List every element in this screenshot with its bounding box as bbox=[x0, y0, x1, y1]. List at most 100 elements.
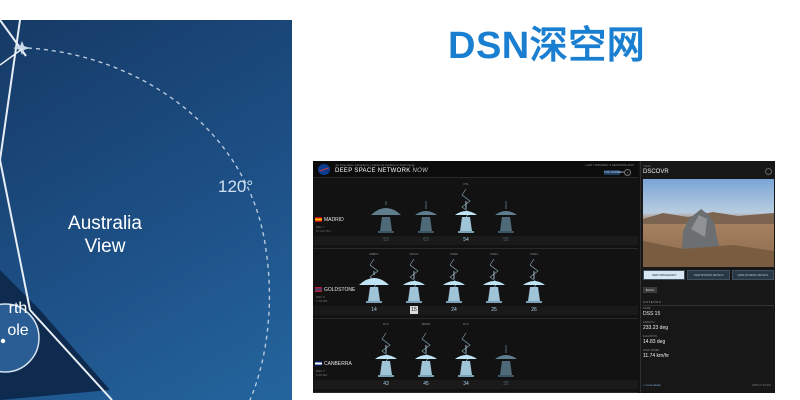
angle-label: 120° bbox=[218, 177, 254, 196]
diagram-graphic bbox=[0, 20, 271, 400]
slide-title: DSN深空网 bbox=[448, 25, 646, 67]
dsn-now-screenshot: Jet Propulsion Laboratory | California I… bbox=[313, 161, 775, 393]
field-label: WIND SPEED bbox=[643, 349, 660, 352]
antenna-dish-icon[interactable] bbox=[409, 331, 443, 379]
nasa-logo-icon[interactable] bbox=[318, 164, 330, 175]
flag-icon bbox=[315, 287, 322, 292]
antenna-dish-icon[interactable] bbox=[489, 331, 523, 379]
dish-number[interactable]: 63 bbox=[423, 237, 429, 243]
spacecraft-marker-icon bbox=[13, 41, 30, 55]
site-date: DEC 7 bbox=[316, 369, 325, 373]
app-title-main: DEEP SPACE NETWORK bbox=[335, 168, 411, 174]
dish-number[interactable]: 26 bbox=[531, 307, 537, 313]
spacecraft-name: DSCOVR bbox=[643, 169, 669, 175]
dish-number[interactable]: 55 bbox=[503, 237, 509, 243]
dish-number[interactable]: 35 bbox=[503, 381, 509, 387]
dish-number[interactable]: 45 bbox=[423, 381, 429, 387]
dish-target-label: DSCO bbox=[409, 252, 419, 256]
dish-target-label: VGR1 bbox=[489, 252, 499, 256]
antenna-dish-icon[interactable] bbox=[477, 257, 511, 305]
earth-pole-circle bbox=[0, 303, 40, 373]
field-value: 233.23 deg bbox=[643, 325, 669, 331]
antenna-dish-icon[interactable] bbox=[357, 257, 391, 305]
dish-target-label: PLC bbox=[463, 322, 469, 326]
dish-number-band bbox=[313, 306, 638, 315]
dish-number-band bbox=[313, 380, 638, 389]
app-header: Jet Propulsion Laboratory | California I… bbox=[313, 161, 638, 178]
dish-number[interactable]: 24 bbox=[451, 307, 457, 313]
back-button[interactable]: BACK bbox=[643, 287, 657, 293]
pole-label-line2: ole bbox=[7, 322, 29, 339]
antenna-dish-icon[interactable] bbox=[437, 257, 471, 305]
view-buttons: VIEW SPACECRAFT VIEW MISSION DETAILS VIE… bbox=[643, 270, 774, 280]
site-name[interactable]: GOLDSTONE bbox=[315, 287, 355, 293]
site-time: 6:16 AM bbox=[316, 373, 328, 377]
site-name-text: GOLDSTONE bbox=[324, 287, 356, 293]
flag-icon bbox=[315, 361, 322, 366]
dish-target-label: VGR1 bbox=[529, 252, 539, 256]
antenna-dish-icon[interactable] bbox=[517, 257, 551, 305]
flag-icon bbox=[315, 217, 322, 222]
field-value: 11.74 km/hr bbox=[643, 353, 670, 359]
site-date: DEC 6 bbox=[316, 295, 325, 299]
dish-number[interactable]: 15 bbox=[410, 306, 418, 314]
field-value: DSS 15 bbox=[643, 311, 661, 317]
australia-view-label: Australia View bbox=[40, 212, 170, 258]
site-date: DEC 7 bbox=[316, 225, 325, 229]
antenna-header: ANTENNA bbox=[643, 300, 774, 306]
field-label: AZIMUTH bbox=[643, 321, 655, 324]
site-time: 7:16 PM bbox=[316, 299, 328, 303]
dish-number[interactable]: 53 bbox=[383, 237, 389, 243]
site-name-text: CANBERRA bbox=[324, 361, 352, 367]
view-label-line1: Australia bbox=[68, 213, 142, 234]
field-name: NAME DSS 15 bbox=[643, 307, 660, 317]
view-mission-button[interactable]: VIEW MISSION DETAILS bbox=[687, 270, 730, 280]
antenna-dish-icon[interactable] bbox=[449, 187, 483, 235]
site-name-text: MADRID bbox=[324, 217, 344, 223]
site-name[interactable]: CANBERRA bbox=[315, 361, 352, 367]
dish-number[interactable]: 43 bbox=[383, 381, 389, 387]
earth-pole-label: rth ole bbox=[0, 298, 58, 342]
field-azimuth: AZIMUTH 233.23 deg bbox=[643, 321, 668, 331]
footer-links[interactable]: ABOUT EYES bbox=[751, 383, 771, 387]
app-title: DEEP SPACE NETWORK NOW bbox=[335, 168, 428, 174]
antenna-dish-icon[interactable] bbox=[489, 187, 523, 235]
dish-number[interactable]: 34 bbox=[463, 381, 469, 387]
field-label: NAME bbox=[643, 307, 651, 310]
dish-target-label: MMS1 bbox=[421, 322, 431, 326]
site-time: 17:16 UTC bbox=[316, 229, 331, 233]
field-elevation: ELEVATION 14.83 deg bbox=[643, 335, 665, 345]
spacecraft-image bbox=[643, 179, 774, 267]
dish-number[interactable]: 54 bbox=[463, 237, 469, 243]
antenna-dish-icon[interactable] bbox=[369, 331, 403, 379]
spacecraft-info-icon[interactable] bbox=[765, 168, 772, 175]
app-title-suffix: NOW bbox=[412, 168, 429, 174]
fullscreen-button[interactable]: FULLSCREEN bbox=[604, 170, 624, 175]
pole-label-line1: rth bbox=[8, 300, 28, 317]
view-spacecraft-button[interactable]: VIEW SPACECRAFT bbox=[643, 270, 686, 280]
field-value: 14.83 deg bbox=[643, 339, 666, 345]
antenna-dish-icon[interactable] bbox=[409, 187, 443, 235]
antenna-dish-icon[interactable] bbox=[369, 187, 403, 235]
more-detail-link[interactable]: + more detail bbox=[643, 383, 661, 387]
view-label-line2: View bbox=[84, 236, 126, 257]
dish-target-label: VGR2 bbox=[449, 252, 459, 256]
dish-number[interactable]: 25 bbox=[491, 307, 497, 313]
dish-target-label: MMPC bbox=[369, 252, 379, 256]
view-antenna-button[interactable]: VIEW ANTENNA DETAILS bbox=[731, 270, 774, 280]
antenna-dish-icon[interactable] bbox=[449, 331, 483, 379]
field-wind-speed: WIND SPEED 11.74 km/hr bbox=[643, 349, 669, 359]
last-updated: LAST UPDATED: 5 SECONDS AGO bbox=[585, 163, 634, 167]
dish-target-label: OTL bbox=[463, 182, 469, 186]
sector-line-bottom bbox=[29, 309, 113, 400]
antenna-dish-icon[interactable] bbox=[397, 257, 431, 305]
site-name[interactable]: MADRID bbox=[315, 217, 344, 223]
dish-number[interactable]: 14 bbox=[371, 307, 377, 313]
institution-name: Jet Propulsion Laboratory | California I… bbox=[335, 163, 415, 167]
info-icon[interactable]: i bbox=[624, 169, 631, 176]
